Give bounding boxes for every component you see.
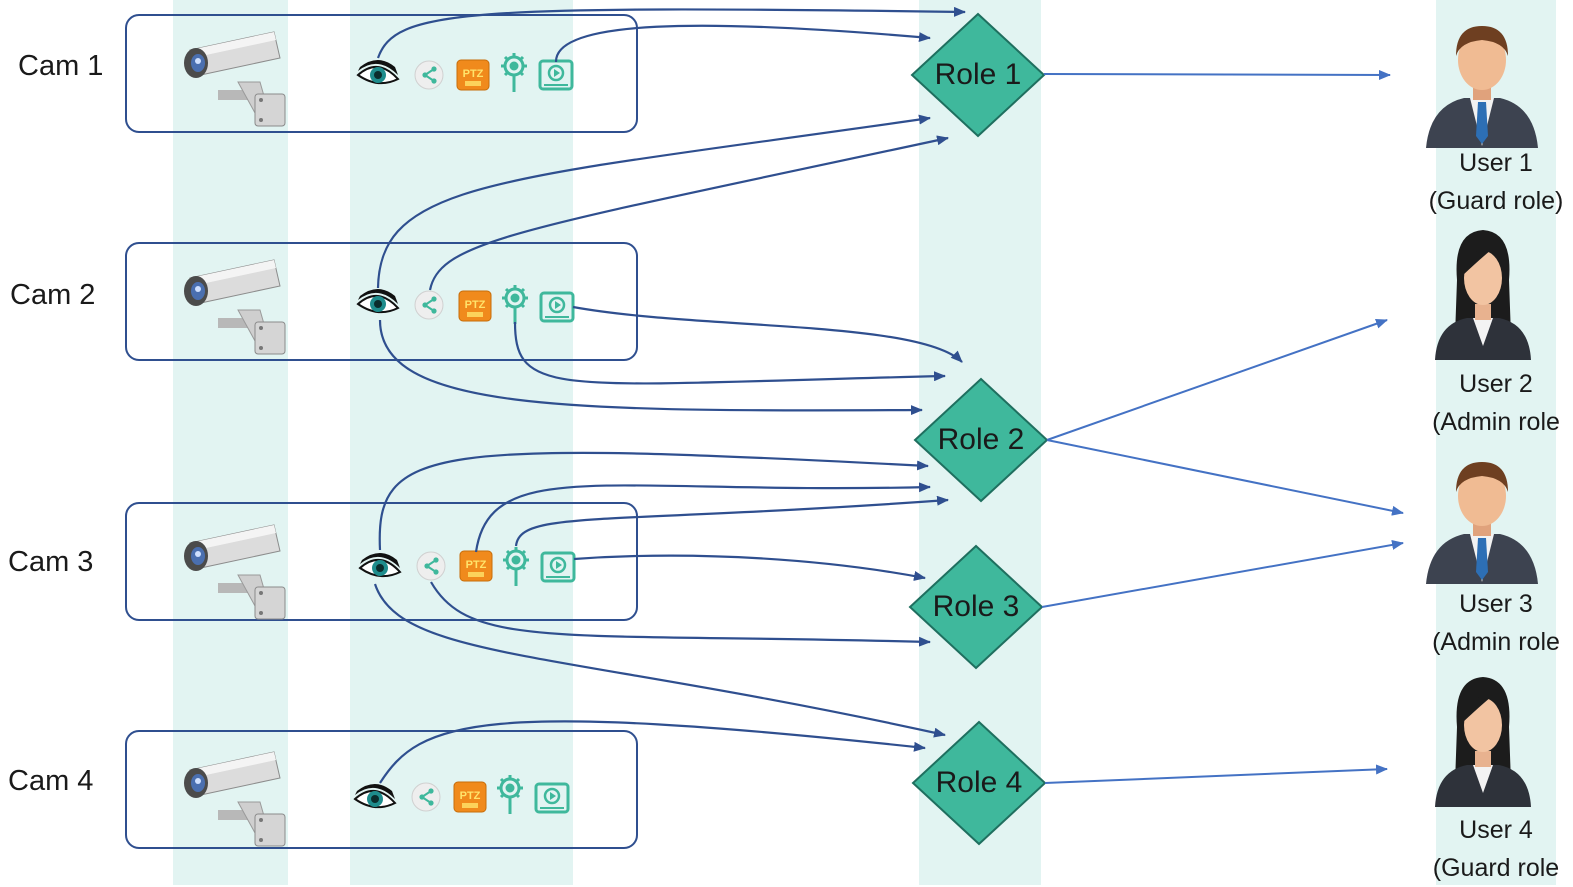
camera-column-band	[173, 0, 288, 885]
arrow-role4-user4	[1044, 764, 1388, 784]
camera-label-2: Cam 2	[10, 279, 96, 311]
arrow-cam3-view-role4	[373, 583, 946, 738]
ptz-icon	[453, 781, 487, 813]
user-label-3: User 3 (Admin role	[1401, 585, 1573, 661]
arrow-role1-user1	[1043, 69, 1391, 80]
settings-icon	[495, 773, 525, 816]
user-label-2: User 2 (Admin role	[1401, 365, 1573, 441]
user-role-1: (Guard role)	[1428, 187, 1564, 215]
user-role-3: (Admin role	[1432, 628, 1560, 656]
permission-icons-cam-4	[354, 773, 570, 816]
eye-icon	[354, 783, 396, 809]
arrow-cam3-settings-role2	[514, 495, 949, 547]
female-user-icon	[1435, 230, 1531, 360]
arrow-cam2-playback-role2	[572, 305, 963, 363]
playback-icon	[539, 291, 575, 323]
camera-box-1	[125, 14, 638, 133]
playback-icon	[540, 551, 576, 583]
ptz-icon	[456, 59, 490, 91]
role-label-2: Role 2	[937, 423, 1025, 456]
male-user-icon	[1426, 462, 1538, 584]
role-label-3: Role 3	[932, 590, 1020, 623]
camera-label-1: Cam 1	[18, 50, 104, 82]
female-user-icon	[1435, 677, 1531, 807]
role-diamond-3	[908, 544, 1044, 670]
permission-arrows	[373, 6, 966, 784]
permission-icons-cam-2	[357, 283, 575, 326]
male-user-icon	[1426, 26, 1538, 148]
permission-icons-cam-1	[357, 51, 574, 94]
share-icon	[416, 551, 446, 581]
role-diamond-4	[911, 720, 1047, 846]
settings-icon	[501, 545, 531, 588]
security-camera-icon-4	[183, 751, 286, 847]
security-camera-icon-2	[183, 259, 286, 355]
eye-icon	[359, 552, 401, 578]
arrow-cam2-share-role1	[428, 135, 949, 291]
permission-icons-cam-3	[359, 545, 576, 588]
user-name-1: User 1	[1459, 149, 1533, 177]
camera-box-3	[125, 502, 638, 621]
role-label-1: Role 1	[934, 58, 1022, 91]
arrow-role3-user3	[1041, 539, 1404, 608]
playback-icon	[538, 59, 574, 91]
security-camera-icon-1	[183, 31, 286, 127]
arrow-cam3-share-role3	[430, 581, 931, 647]
share-icon	[411, 782, 441, 812]
settings-icon	[500, 283, 530, 326]
user-label-4: User 4 (Guard role	[1401, 811, 1573, 887]
camera-label-3: Cam 3	[8, 546, 94, 578]
user-role-2: (Admin role	[1432, 408, 1560, 436]
arrow-role2-user3	[1046, 439, 1404, 516]
share-icon	[414, 60, 444, 90]
ptz-icon	[459, 550, 493, 582]
arrow-cam1-playback-role1	[554, 24, 931, 63]
arrow-cam2-view-role2	[378, 319, 923, 416]
role-diamond-2	[913, 377, 1049, 503]
role-label-4: Role 4	[935, 766, 1023, 799]
camera-box-4	[125, 730, 638, 849]
playback-icon	[534, 782, 570, 814]
camera-label-4: Cam 4	[8, 765, 94, 797]
role-user-arrows	[1041, 69, 1404, 784]
user-role-4: (Guard role	[1432, 854, 1560, 882]
security-camera-icon-3	[183, 524, 286, 620]
arrow-cam3-playback-role3	[573, 554, 926, 581]
arrow-cam2-settings-role2	[513, 321, 946, 385]
camera-box-2	[125, 242, 638, 361]
user-name-2: User 2	[1459, 370, 1533, 398]
user-name-4: User 4	[1459, 816, 1533, 844]
eye-icon	[357, 288, 399, 314]
permission-column-band	[350, 0, 573, 885]
arrow-cam3-ptz-role2	[474, 482, 931, 553]
settings-icon	[499, 51, 529, 94]
arrow-role2-user2	[1046, 318, 1388, 441]
eye-icon	[357, 59, 399, 85]
arrow-cam2-view-role1	[376, 114, 931, 289]
ptz-icon	[458, 290, 492, 322]
role-diamond-1	[910, 12, 1046, 138]
user-label-1: User 1 (Guard role)	[1401, 144, 1573, 220]
arrow-cam1-view-role1	[376, 6, 966, 59]
share-icon	[414, 290, 444, 320]
arrow-cam3-view-role2	[378, 451, 929, 551]
user-name-3: User 3	[1459, 590, 1533, 618]
arrow-cam4-view-role4	[379, 720, 926, 784]
